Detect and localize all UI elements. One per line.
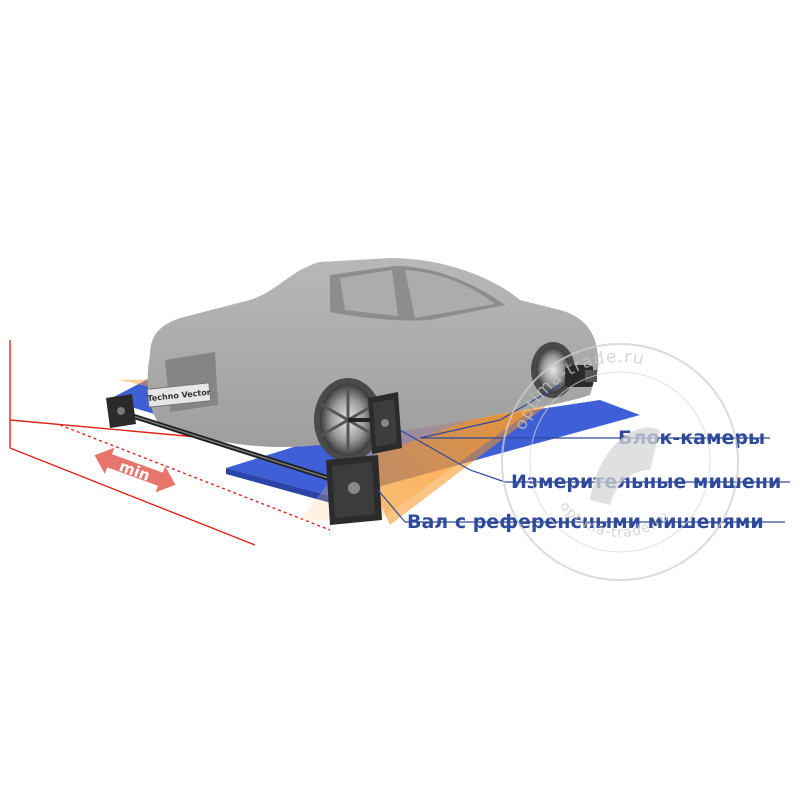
- target-icon: [326, 455, 382, 525]
- dashed-measure-line: [59, 424, 331, 531]
- watermark-logo-icon: [590, 427, 660, 505]
- min-label: min: [117, 457, 153, 485]
- min-arrow: min: [94, 447, 176, 493]
- label-reference-shaft: Вал с референсными мишенями: [407, 511, 764, 533]
- leader-shaft: [377, 489, 406, 523]
- double-arrow-icon: [94, 447, 176, 493]
- target-icon: [348, 392, 402, 454]
- label-measuring-targets: Измерительные мишени: [511, 471, 781, 493]
- license-plate: Techno Vector: [146, 382, 212, 408]
- base-measure-line: [9, 447, 256, 546]
- measurement-lines: [9, 340, 331, 546]
- reference-shaft: [106, 394, 382, 525]
- beam-core: [360, 380, 580, 525]
- target-icon: [106, 394, 136, 428]
- car-icon: Techno Vector: [146, 258, 599, 462]
- leader-measuring: [399, 429, 506, 483]
- leader-camera: [419, 384, 561, 439]
- camera-icon: [565, 365, 597, 387]
